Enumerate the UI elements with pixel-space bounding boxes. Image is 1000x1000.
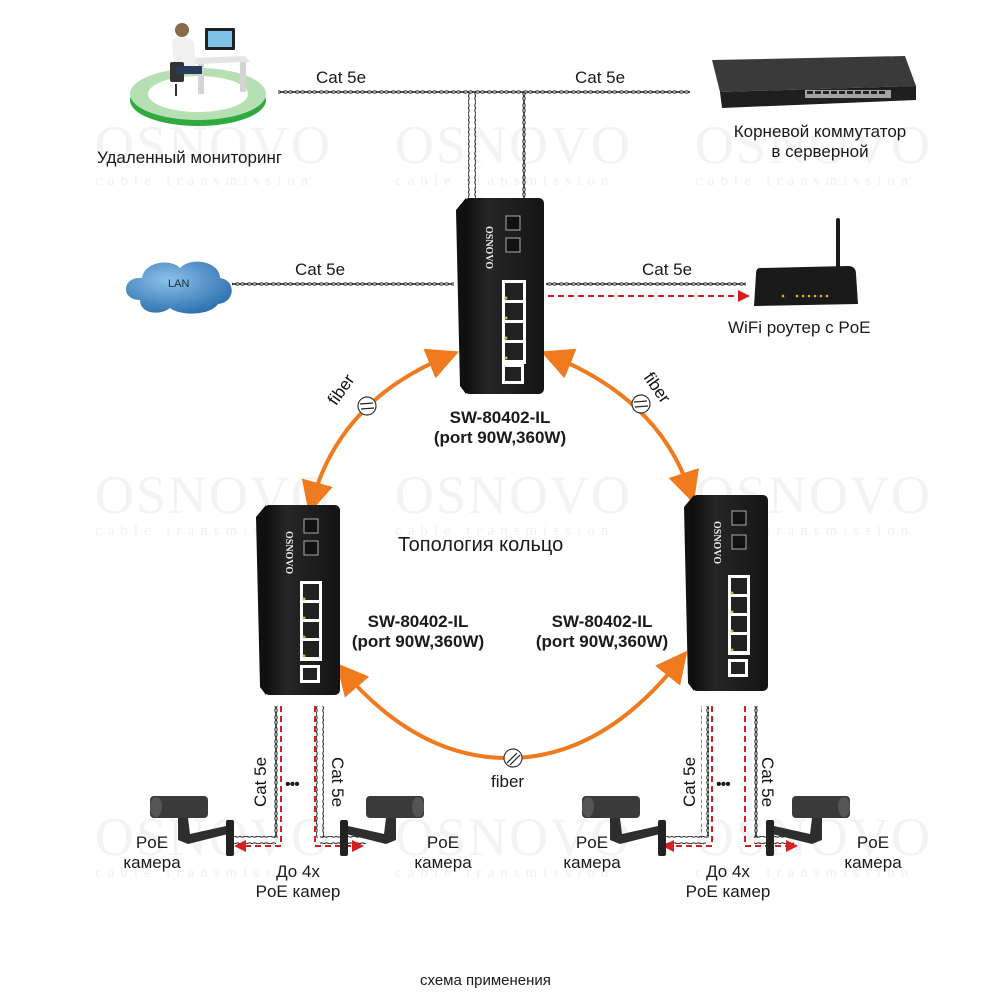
camera-count-label: До 4х PoE камер [668,862,788,901]
svg-text:OSNOVO: OSNOVO [711,521,722,564]
camera-label-line2: камера [414,852,472,872]
watermark-tagline: cable transmission [395,173,615,189]
fiber-connector-icon [503,748,523,768]
switch-right-device: OSNOVO [684,495,768,691]
cable-root-switch-link [522,89,690,97]
camera-icon [150,796,234,856]
cable-label-cam-left-b: Cat 5e [328,756,348,808]
watermark-brand: OSNOVO [695,115,933,175]
cable-label-cam-left-a: Cat 5e [251,756,271,808]
switch-top-label: SW-80402-IL (port 90W,360W) [420,408,580,447]
watermark-tagline: cable transmission [395,523,615,539]
switch-top-spec: (port 90W,360W) [433,427,567,447]
rack-switch-icon [712,56,916,108]
root-switch-label-line2: в серверной [771,141,869,161]
caption: схема применения [420,972,551,989]
cloud-icon [125,261,232,314]
camera-icon [582,796,666,856]
camera-label: PoE камера [403,833,483,872]
switch-right-spec: (port 90W,360W) [535,631,669,651]
switch-left-spec: (port 90W,360W) [351,631,485,651]
watermark-tagline: cable transmission [695,865,915,881]
camera-label: PoE камера [833,833,913,872]
ellipsis-right: ••• [716,776,731,793]
lan-label: LAN [168,278,190,290]
cable-root-to-switch [468,92,476,198]
camera-label: PoE камера [552,833,632,872]
watermark-brand: OSNOVO [395,115,633,175]
watermark-brand: OSNOVO [395,807,633,867]
switch-right-label: SW-80402-IL (port 90W,360W) [522,612,682,651]
watermark-tagline: cable transmission [95,865,315,881]
fiber-link-left [301,348,460,514]
svg-text:OSNOVO: OSNOVO [483,226,494,269]
camera-count-line2: PoE камер [255,881,341,901]
camera-label-line2: камера [563,852,621,872]
camera-label: PoE камера [112,833,192,872]
router-icon [754,218,858,306]
wifi-router-label: WiFi роутер с PoE [728,318,871,337]
watermark-tagline: cable transmission [95,523,315,539]
fiber-link-bottom [336,650,688,761]
switch-top-model: SW-80402-IL [449,408,551,427]
camera-label-line1: PoE [135,833,169,852]
cable-remote-to-switch [278,89,526,198]
camera-label-line2: камера [123,852,181,872]
cable-label-cam-right-a: Cat 5e [680,756,700,808]
cable-label-root: Cat 5e [575,68,626,87]
svg-text:OSNOVO: OSNOVO [283,531,294,574]
camera-icon [340,796,424,856]
cable-label-lan: Cat 5e [295,260,346,279]
camera-label-line2: камера [844,852,902,872]
watermark-brand: OSNOVO [95,115,333,175]
workstation-icon [130,23,266,126]
switch-left-model: SW-80402-IL [367,612,469,631]
fiber-label-bottom: fiber [491,772,525,791]
camera-count-label: До 4х PoE камер [238,862,358,901]
camera-icon [766,796,850,856]
watermark-tagline: cable transmission [395,865,615,881]
camera-label-line1: PoE [426,833,460,852]
fiber-connector-icon [631,394,651,414]
topology-label: Топология кольцо [398,534,564,556]
cable-switch-to-router [546,281,750,302]
root-switch-label: Корневой коммутатор в серверной [720,122,920,161]
cable-label-remote: Cat 5e [316,68,367,87]
switch-left-device: OSNOVO [256,505,340,695]
root-switch-label-line1: Корневой коммутатор [733,122,907,141]
camera-label-line1: PoE [856,833,890,852]
camera-label-line1: PoE [575,833,609,852]
camera-count-line1: До 4х [706,862,750,881]
cable-label-cam-right-b: Cat 5e [758,756,778,808]
switch-top-device: OSNOVO [456,198,544,394]
cable-label-router: Cat 5e [642,260,693,279]
fiber-connector-icon [357,396,377,416]
ellipsis-left: ••• [285,776,300,793]
fiber-ring [301,348,700,768]
watermark-tagline: cable transmission [95,173,315,189]
camera-count-line1: До 4х [276,862,320,881]
switch-right-model: SW-80402-IL [551,612,653,631]
cable-lan-to-switch [232,281,454,289]
remote-monitoring-label: Удаленный мониторинг [97,148,283,167]
switch-left-label: SW-80402-IL (port 90W,360W) [338,612,498,651]
watermark-tagline: cable transmission [695,173,915,189]
camera-count-line2: PoE камер [685,881,771,901]
